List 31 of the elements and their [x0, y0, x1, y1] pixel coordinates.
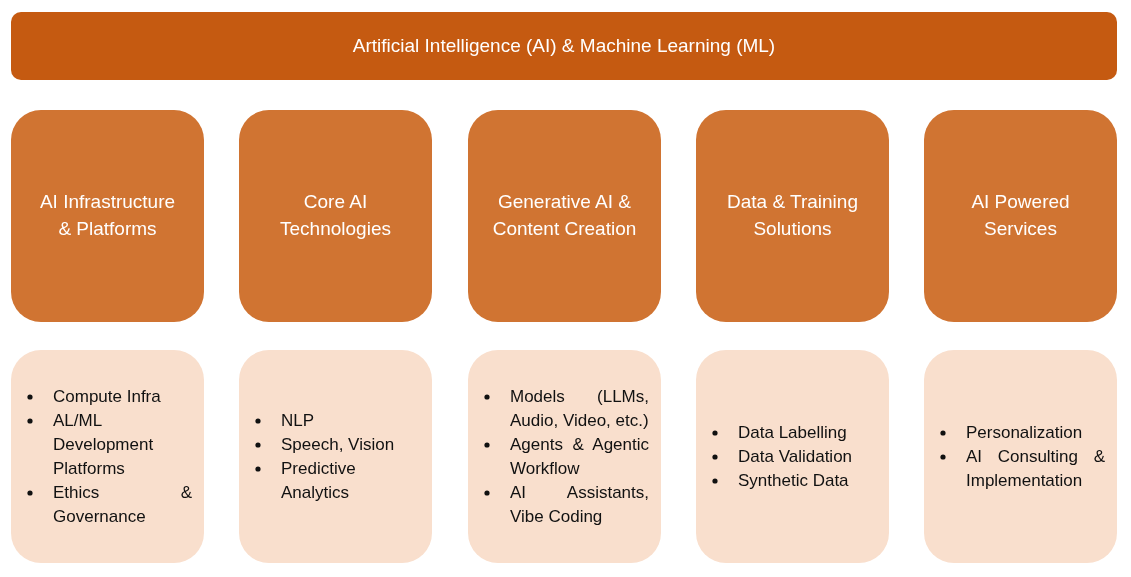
category-label: Generative AI & Content Creation: [491, 190, 638, 241]
list-box: [696, 350, 889, 563]
list-item: Personalization: [966, 421, 1084, 444]
category-box: [924, 110, 1117, 322]
category-box: [11, 110, 204, 322]
list-item: Data Validation: [738, 445, 854, 468]
category-label: AI Powered Services: [970, 190, 1071, 241]
list-box: [468, 350, 661, 563]
list-item: Ethics & Governance: [53, 481, 192, 528]
list-item: AI Consulting & Implementation: [966, 445, 1105, 492]
list-item: Models (LLMs, Audio, Video, etc.): [510, 385, 649, 432]
category-box: [239, 110, 432, 322]
list-item: Compute Infra: [53, 385, 162, 408]
title-banner: [11, 12, 1117, 80]
banner-text: Artificial Intelligence (AI) & Machine Learning (ML): [352, 35, 776, 57]
list-item: Synthetic Data: [738, 469, 850, 492]
list-item: Data Labelling: [738, 421, 848, 444]
list-box: [11, 350, 204, 563]
list-item: AL/ML Development Platforms: [53, 409, 155, 480]
category-label: Core AI Technologies: [279, 190, 392, 241]
category-box: [696, 110, 889, 322]
list-box: [239, 350, 432, 563]
list-item: AI Assistants, Vibe Coding: [510, 481, 649, 528]
category-label: AI Infrastructure & Platforms: [38, 190, 177, 241]
list-item: NLP: [281, 409, 316, 432]
list-box: [924, 350, 1117, 563]
list-item: Predictive Analytics: [281, 457, 357, 504]
list-item: Agents & Agentic Workflow: [510, 433, 649, 480]
category-label: Data & Training Solutions: [726, 190, 859, 241]
list-item: Speech, Vision: [281, 433, 396, 456]
category-box: [468, 110, 661, 322]
